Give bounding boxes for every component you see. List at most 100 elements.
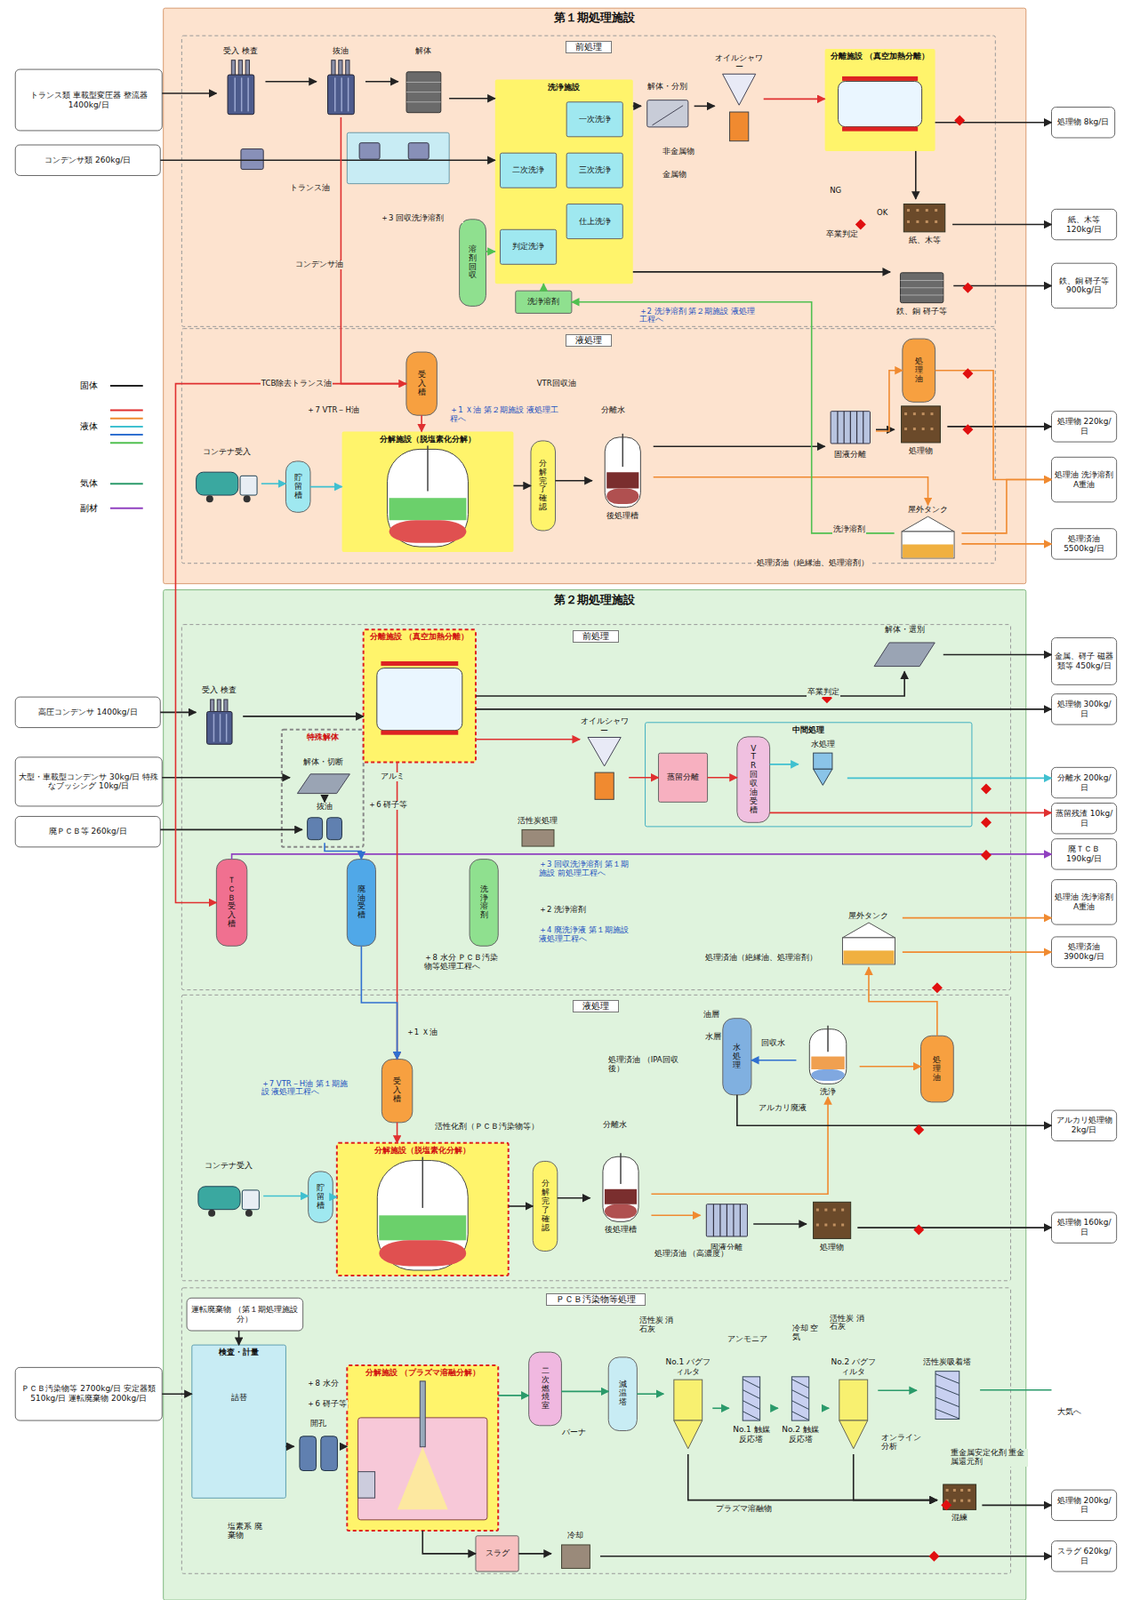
flow-label: 回収水 (760, 1039, 787, 1049)
io-box-shape (1051, 767, 1116, 798)
icon-part (824, 1209, 827, 1213)
io-box: 処理油 洗浄溶剤 A重油 (1051, 457, 1116, 503)
equipment-node: 屋外タンク (834, 911, 903, 968)
icon-part (913, 412, 916, 416)
icon-part (922, 427, 925, 431)
flow-line (449, 97, 496, 100)
node-text: 洗浄 (819, 1087, 836, 1098)
facility-box-shape (192, 1345, 287, 1499)
icon-part (706, 1204, 747, 1237)
node-text: 解体 (415, 46, 432, 57)
flow-line (555, 480, 593, 482)
flow-line (847, 778, 1052, 780)
node-text: 水処理 (732, 1043, 741, 1071)
equipment-node: 処理物 (894, 400, 948, 457)
equipment-node: 解体・分別 (641, 81, 695, 131)
process-area-shape (181, 1288, 1011, 1574)
icon-part (321, 1437, 338, 1472)
icon-part (238, 60, 242, 75)
flow-label: 水層 (704, 1033, 723, 1043)
bin-icon (899, 272, 943, 304)
icon-part (839, 1421, 868, 1450)
facility-band: 第１期処理施設前処理受入 検査抜油解体洗浄施設一次洗浄二次洗浄三次洗浄仕上洗浄判… (163, 8, 1027, 584)
icon-part (901, 531, 955, 559)
facility-box-shape (645, 722, 972, 827)
process-area-shape (181, 329, 996, 564)
equipment-node: 解体 (398, 46, 450, 118)
process-area-shape (181, 35, 996, 327)
tank-capsule: 二次燃焼室 (529, 1352, 562, 1427)
process-box-shape (566, 204, 623, 240)
icon-part (816, 1209, 819, 1213)
node-text: トランス類 車載型変圧器 整流器 1400kg/日 (16, 90, 161, 111)
flow-label: 油層 (702, 1011, 721, 1020)
node-text: 解体・分別 (647, 81, 688, 92)
flow-line (161, 92, 217, 95)
icon-part (231, 60, 235, 75)
io-box: 蒸留残渣 10kg/日 (1051, 803, 1116, 835)
io-box-shape (1051, 1212, 1116, 1244)
tank-capsule-shape (285, 461, 311, 513)
icon-part (960, 1500, 964, 1503)
icon-part (397, 1447, 449, 1511)
flow-label: アルミ (379, 772, 406, 782)
flow-label: 活性炭 消石灰 (828, 1315, 872, 1333)
facility-band-shape (163, 590, 1027, 1600)
tank-capsule-shape (532, 1161, 558, 1252)
node-text: 分離施設 （真空加熱分離） (825, 51, 936, 62)
tank-capsule-shape (381, 1059, 412, 1124)
process-area: 液処理受入槽コンテナ受入貯留槽分解施設（脱塩素化分解）分解完了確認後処理槽水処理… (181, 995, 1011, 1281)
equipment-node: 冷却 (551, 1531, 601, 1573)
flow-line (868, 967, 938, 1036)
icon-part (419, 1381, 426, 1448)
flow-label: OK (875, 208, 889, 218)
tank-capsule: 処理油 (921, 1035, 955, 1103)
press2-icon (830, 411, 870, 444)
flow-line (875, 370, 903, 432)
flow-label: ＋7 VTR－H油 第１期施設 液処理工程へ (260, 1080, 354, 1099)
io-box-shape (15, 816, 161, 847)
check-diamond (962, 424, 973, 435)
node-text: No.2 触媒反応塔 (778, 1425, 824, 1446)
flow-line (160, 712, 196, 715)
flow-line (600, 1556, 1052, 1558)
node-text: アルカリ処理物 2kg/日 (1052, 1115, 1115, 1136)
tank-capsule: 水処理 (722, 1019, 752, 1096)
tank-capsule: 受入槽 (406, 352, 437, 416)
icon-part (813, 753, 833, 770)
icon-part (862, 411, 864, 444)
icon-part (198, 1187, 241, 1211)
flow-line (981, 1505, 1052, 1508)
flow-label: 活性炭 消石灰 (638, 1316, 682, 1335)
node-text: 鉄、銅 碍子等 900kg/日 (1052, 276, 1115, 297)
press2-icon (706, 1204, 747, 1237)
flow-line (707, 777, 738, 779)
flow-line (485, 250, 495, 253)
equipment-node: 活性炭吸着塔 (916, 1357, 979, 1425)
vessel2-icon (602, 1153, 639, 1222)
flow-label: 大気へ (1056, 1408, 1083, 1418)
icon-part (935, 1397, 960, 1408)
flow-line (323, 798, 326, 803)
legend-sample (110, 482, 144, 485)
flow-label: 重金属安定化剤 重金属還元剤 (949, 1449, 1028, 1468)
icon-part (299, 1437, 317, 1472)
flow-label: 処理済油（絶縁油、処理溶剤） (704, 954, 819, 964)
icon-part (240, 475, 257, 496)
icon-part (380, 730, 458, 736)
tank-capsule: 洗浄溶剤 (469, 859, 498, 948)
equipment-node: オイルシャワー (714, 53, 764, 145)
flow-label: ＋8 水分 (305, 1380, 339, 1389)
icon-part (422, 1157, 425, 1209)
flow-line (628, 777, 659, 779)
bin-icon (406, 72, 442, 113)
icon-part (594, 772, 614, 800)
icon-part (813, 769, 833, 786)
icon-part (742, 1380, 760, 1389)
icon-part (651, 105, 683, 126)
icon-part (915, 208, 919, 212)
icon-part (826, 1026, 829, 1053)
flow-line (902, 917, 1052, 920)
node-text: 処理物 220kg/日 (1052, 417, 1115, 437)
tank-capsule-shape (902, 338, 936, 402)
